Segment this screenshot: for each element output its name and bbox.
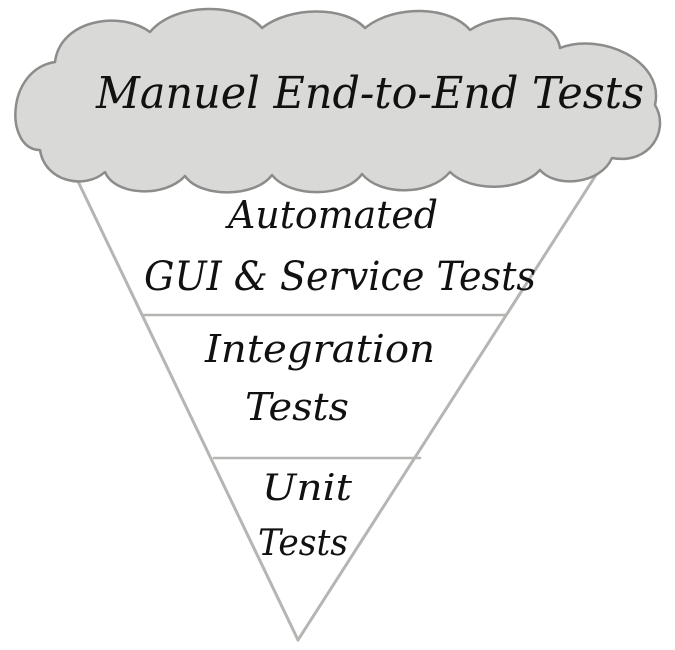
layer-automated-gui-line1: Automated bbox=[225, 193, 438, 237]
cloud-label: Manuel End-to-End Tests bbox=[95, 68, 644, 119]
cloud-shape bbox=[14, 7, 662, 194]
layer-unit-line1: Unit bbox=[262, 468, 353, 509]
layer-unit-line2: Tests bbox=[258, 523, 348, 564]
layer-automated-gui-line2: GUI & Service Tests bbox=[144, 254, 536, 300]
triangle-right-edge bbox=[296, 148, 614, 642]
layer-integration-line1: Integration bbox=[204, 327, 435, 371]
triangle-left-edge bbox=[60, 146, 300, 642]
layer-integration-line2: Tests bbox=[245, 385, 349, 429]
